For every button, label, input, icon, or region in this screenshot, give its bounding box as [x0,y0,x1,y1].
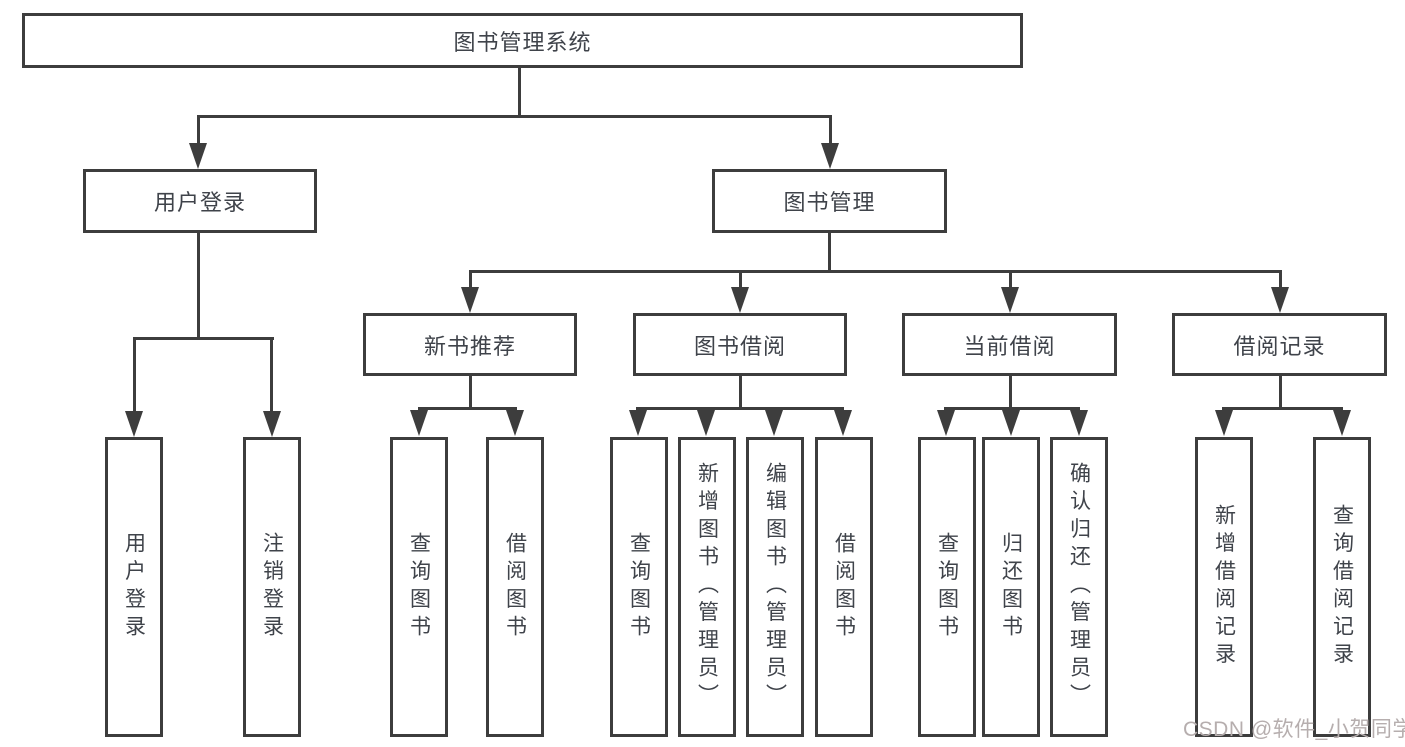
connector-hline [469,270,1282,273]
arrowhead-down-icon [410,410,428,436]
node-borrowing-records: 借阅记录 [1172,313,1387,376]
connector-vline [469,375,472,410]
connector-vline [739,270,742,289]
leaf-current-confirm-return-admin: 确认归还（管理员） [1050,437,1108,737]
arrowhead-down-icon [1001,287,1019,313]
node-book-management: 图书管理 [712,169,947,233]
connector-vline [133,337,136,413]
arrowhead-down-icon [765,410,783,436]
arrowhead-down-icon [189,143,207,169]
connector-vline [739,375,742,410]
connector-vline [1009,375,1012,410]
node-new-book-recommendation: 新书推荐 [363,313,577,376]
node-book-borrowing-label: 图书借阅 [693,333,786,359]
connector-hline [197,115,832,118]
leaf-borrow-borrow-books-label: 借阅图书 [832,531,856,643]
connector-vline [270,337,273,413]
arrowhead-down-icon [506,410,524,436]
arrowhead-down-icon [697,410,715,436]
arrowhead-down-icon [937,410,955,436]
leaf-newbook-query-books: 查询图书 [390,437,448,737]
arrowhead-down-icon [461,287,479,313]
leaf-borrow-edit-books-admin: 编辑图书（管理员） [746,437,804,737]
leaf-records-query-record: 查询借阅记录 [1313,437,1371,737]
leaf-user-login: 用户登录 [105,437,163,737]
connector-vline [197,232,200,338]
connector-hline [944,407,1080,410]
node-book-borrowing: 图书借阅 [633,313,847,376]
csdn-watermark: CSDN @软件_小贺同学 [1183,718,1405,741]
connector-hline [133,337,274,340]
leaf-borrow-query-books-label: 查询图书 [627,531,651,643]
leaf-newbook-borrow-books: 借阅图书 [486,437,544,737]
node-user-login-label: 用户登录 [153,190,246,215]
leaf-newbook-query-books-label: 查询图书 [407,531,431,643]
node-user-login: 用户登录 [83,169,317,233]
arrowhead-down-icon [1215,410,1233,436]
leaf-logout-login: 注销登录 [243,437,301,737]
node-borrowing-records-label: 借阅记录 [1233,333,1326,359]
connector-vline [829,115,832,145]
leaf-records-query-record-label: 查询借阅记录 [1330,503,1354,671]
node-current-borrowing: 当前借阅 [902,313,1117,376]
connector-vline [1279,270,1282,289]
arrowhead-down-icon [1333,410,1351,436]
arrowhead-down-icon [263,411,281,437]
connector-hline [1222,407,1343,410]
node-library-system: 图书管理系统 [22,13,1023,68]
leaf-borrow-borrow-books: 借阅图书 [815,437,873,737]
leaf-current-return-books-label: 归还图书 [999,531,1023,643]
arrowhead-down-icon [834,410,852,436]
leaf-records-add-record-label: 新增借阅记录 [1212,503,1236,671]
leaf-borrow-add-books-admin: 新增图书（管理员） [678,437,736,737]
arrowhead-down-icon [1002,410,1020,436]
connector-vline [828,232,831,273]
connector-vline [197,115,200,145]
arrowhead-down-icon [731,287,749,313]
leaf-borrow-add-books-admin-label: 新增图书（管理员） [695,462,719,712]
leaf-current-query-books-label: 查询图书 [935,531,959,643]
arrowhead-down-icon [1070,410,1088,436]
arrowhead-down-icon [821,143,839,169]
leaf-current-confirm-return-admin-label: 确认归还（管理员） [1067,462,1091,712]
leaf-current-query-books: 查询图书 [918,437,976,737]
leaf-user-login-label: 用户登录 [122,531,146,643]
leaf-records-add-record: 新增借阅记录 [1195,437,1253,737]
leaf-current-return-books: 归还图书 [982,437,1040,737]
connector-hline [418,407,517,410]
arrowhead-down-icon [125,411,143,437]
node-current-borrowing-label: 当前借阅 [963,333,1056,359]
arrowhead-down-icon [629,410,647,436]
leaf-logout-login-label: 注销登录 [260,531,284,643]
leaf-borrow-query-books: 查询图书 [610,437,668,737]
connector-vline [469,270,472,289]
arrowhead-down-icon [1271,287,1289,313]
leaf-newbook-borrow-books-label: 借阅图书 [503,531,527,643]
connector-vline [1279,375,1282,410]
node-book-management-label: 图书管理 [783,190,876,215]
node-new-book-recommendation-label: 新书推荐 [423,333,516,359]
connector-vline [1009,270,1012,289]
connector-vline [518,68,521,117]
connector-hline [636,407,844,410]
node-library-system-label: 图书管理系统 [453,29,592,55]
leaf-borrow-edit-books-admin-label: 编辑图书（管理员） [763,462,787,712]
